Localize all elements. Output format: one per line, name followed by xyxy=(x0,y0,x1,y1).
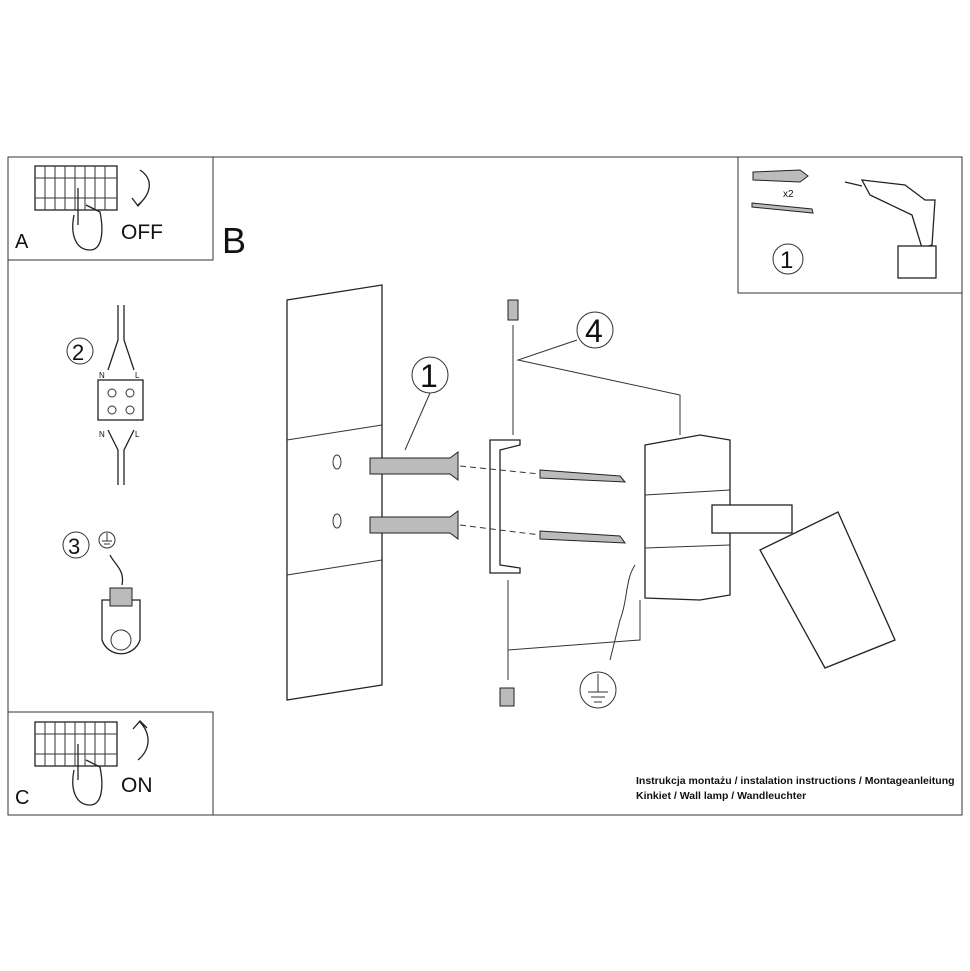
diagram-frame xyxy=(7,156,963,816)
step-number-3: 3 xyxy=(68,534,80,559)
neutral-label: N xyxy=(99,430,105,439)
mounting-bracket-icon xyxy=(489,439,521,574)
hand-icon xyxy=(72,744,103,806)
screw-icon xyxy=(539,530,627,544)
step-letter-c: C xyxy=(15,787,29,809)
panel-a-power-off: A OFF xyxy=(8,157,214,261)
footer-title: Instrukcja montażu / instalation instruc… xyxy=(636,775,955,787)
footer-subtitle: Kinkiet / Wall lamp / Wandleuchter xyxy=(636,790,806,802)
wall-lamp-icon xyxy=(644,434,896,669)
bracket-screw-icon xyxy=(507,299,519,321)
wall-plug-icon xyxy=(752,169,809,183)
off-label: OFF xyxy=(121,221,163,244)
arrow-up-icon xyxy=(132,720,149,761)
ground-symbol-icon xyxy=(98,531,116,549)
step-number-1: 1 xyxy=(780,247,793,274)
on-label: ON xyxy=(121,774,153,797)
callout-bracket: 4 xyxy=(585,313,603,349)
panel-main-assembly: B 1 4 xyxy=(222,220,896,709)
live-label: L xyxy=(135,430,140,439)
callout-dowels: 1 xyxy=(420,358,438,394)
wall-icon xyxy=(286,284,383,701)
ground-terminal-icon xyxy=(101,599,141,655)
live-label: L xyxy=(135,371,140,380)
terminal-block-icon xyxy=(97,379,144,421)
panel-ground: 3 xyxy=(62,531,141,655)
screw-icon xyxy=(751,202,814,214)
drill-icon xyxy=(844,179,937,279)
arrow-down-icon xyxy=(131,169,150,208)
circuit-breaker-icon xyxy=(34,165,118,211)
quantity-label: x2 xyxy=(783,189,794,200)
neutral-label: N xyxy=(99,371,105,380)
step-letter-b: B xyxy=(222,220,246,261)
hand-icon xyxy=(72,188,103,251)
panel-wiring: 2 N L N L xyxy=(66,305,144,485)
step-letter-a: A xyxy=(15,231,29,253)
step-number-2: 2 xyxy=(72,340,84,365)
screw-icon xyxy=(539,469,627,483)
bracket-screw-icon xyxy=(499,687,515,707)
panel-c-power-on: C ON xyxy=(8,711,214,815)
panel-tools: x2 1 xyxy=(737,157,962,294)
wall-plugs-icon xyxy=(369,451,459,540)
ground-symbol-icon xyxy=(579,671,617,709)
circuit-breaker-icon xyxy=(34,721,118,767)
